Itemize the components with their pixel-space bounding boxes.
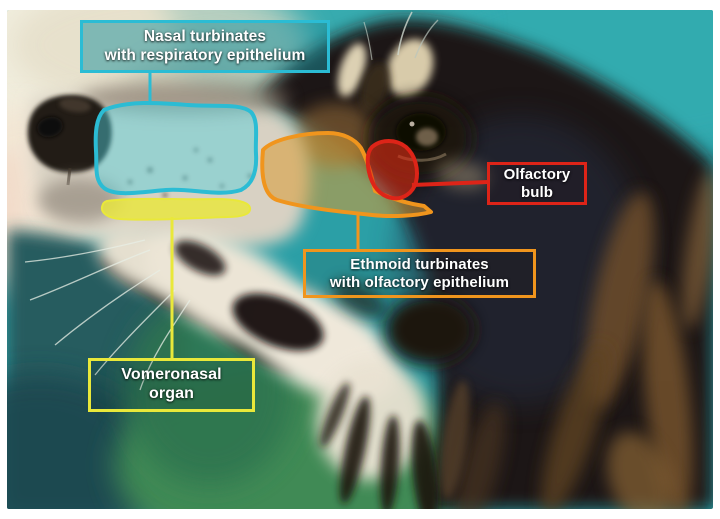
nose-glint	[59, 97, 91, 113]
hanging-fur-tuft	[339, 396, 371, 504]
black-neck-patch	[232, 293, 324, 351]
black-neck-patch-2	[174, 240, 226, 276]
ethmoid-turbinates-region	[260, 131, 433, 218]
label-ethmoid-line2: with olfactory epithelium	[329, 273, 510, 291]
stray-hair	[397, 11, 413, 56]
label-olfactory-line2: bulb	[520, 183, 554, 201]
label-olfactory-line1: Olfactory	[503, 165, 571, 183]
dog-eye-glint	[409, 121, 415, 127]
label-olfactory-bulb: Olfactory bulb	[487, 162, 587, 205]
label-nasal-line2: with respiratory epithelium	[104, 46, 306, 64]
olfactory-connector-line	[411, 180, 489, 187]
ear-fur-streak	[541, 344, 609, 509]
crown-dark-tuft	[359, 62, 391, 114]
whiskers	[24, 239, 191, 391]
hanging-fur-tuft-brown	[440, 380, 470, 500]
ear-fur-streak	[454, 402, 506, 509]
vomeronasal-organ-region	[100, 197, 252, 221]
under-nose-shadow	[38, 178, 122, 222]
hanging-fur-tuft	[320, 382, 350, 448]
crown-light-tuft	[337, 43, 367, 97]
black-neck-patch-3	[385, 295, 475, 365]
label-vomeronasal-organ: Vomeronasal organ	[88, 358, 255, 412]
stray-hair	[363, 21, 373, 61]
label-vomeronasal-line1: Vomeronasal	[121, 366, 222, 384]
black-neck-patch-4	[332, 282, 388, 318]
hanging-fur-tuft	[411, 420, 439, 509]
nostril	[37, 116, 63, 138]
label-nasal-turbinates: Nasal turbinates with respiratory epithe…	[80, 20, 330, 73]
ear-fur-streak	[607, 431, 673, 509]
ear-fur-streak	[682, 170, 713, 330]
dog-eye-iris	[416, 128, 438, 146]
label-vomeronasal-line2: organ	[149, 385, 194, 402]
dog-nose	[27, 94, 112, 173]
label-ethmoid-turbinates: Ethmoid turbinates with olfactory epithe…	[303, 249, 536, 298]
stray-hair	[414, 19, 439, 59]
couch-shadow	[7, 375, 160, 509]
nasal-turbinates-region	[93, 101, 259, 196]
label-ethmoid-line1: Ethmoid turbinates	[350, 255, 489, 273]
label-nasal-line1: Nasal turbinates	[143, 28, 267, 46]
hanging-fur-tuft	[380, 415, 400, 509]
olfactory-bulb-region	[365, 139, 419, 201]
